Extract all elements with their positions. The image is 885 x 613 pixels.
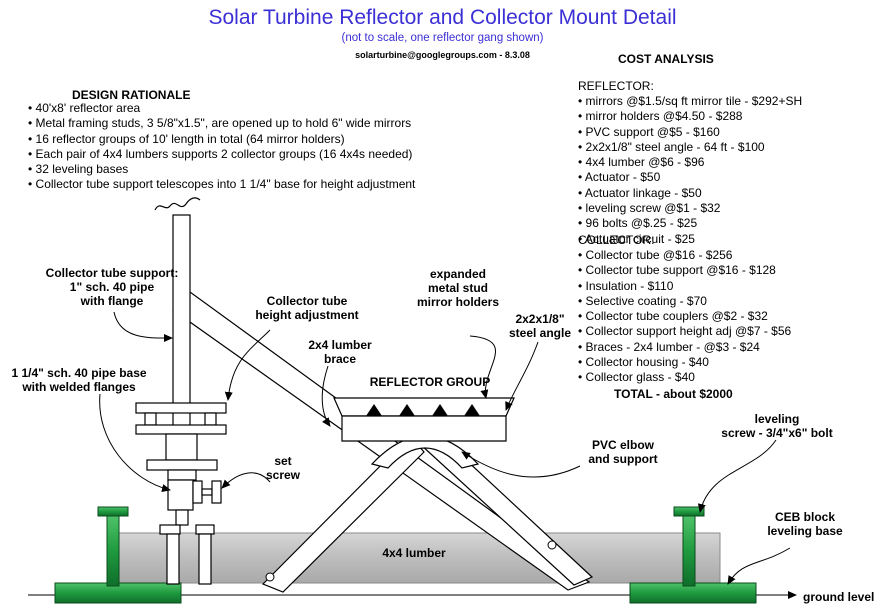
label-steel-angle: 2x2x1/8" steel angle <box>508 312 572 340</box>
label-pipe-base: 1 1/4" sch. 40 pipe base with welded fla… <box>11 366 147 394</box>
label-set-screw: set screw <box>265 454 301 482</box>
list-item: Collector tube @$16 - $256 <box>578 248 791 263</box>
leader-height-adjustment <box>224 329 271 401</box>
collector-tube-squiggle <box>154 197 201 211</box>
list-item: Actuator circuit - $25 <box>578 232 802 247</box>
list-item: 40'x8' reflector area <box>28 101 415 116</box>
list-item: Metal framing studs, 3 5/8"x1.5", are op… <box>28 116 415 131</box>
leader-mirror-holders <box>469 335 496 399</box>
leader-set-screw <box>221 472 271 489</box>
list-item: Braces - 2x4 lumber - @$3 - $24 <box>578 340 791 355</box>
reflector-group <box>333 397 515 442</box>
leader-collector-support <box>113 311 173 343</box>
reflector-cost-list: mirrors @$1.5/sq ft mirror tile - $292+S… <box>578 94 802 247</box>
total-cost: TOTAL - about $2000 <box>614 387 733 401</box>
contact-email: solarturbine@googlegroups.com - 8.3.08 <box>355 50 530 60</box>
page-title: Solar Turbine Reflector and Collector Mo… <box>208 6 677 29</box>
leader-brace <box>321 365 331 427</box>
set-screw <box>192 480 222 504</box>
list-item: 4x4 lumber @$6 - $96 <box>578 155 802 170</box>
page-subtitle: (not to scale, one reflector gang shown) <box>341 32 544 44</box>
leader-leveling-screw <box>697 439 777 513</box>
list-item: leveling screw @$1 - $32 <box>578 201 802 216</box>
lumber-beam <box>117 532 721 584</box>
label-pvc-elbow: PVC elbow and support <box>588 438 658 466</box>
list-item: 32 leveling bases <box>28 162 415 177</box>
list-item: PVC support @$5 - $160 <box>578 125 802 140</box>
design-rationale-list: 40'x8' reflector area Metal framing stud… <box>28 101 416 193</box>
list-item: Collector support height adj @$7 - $56 <box>578 324 792 339</box>
list-item: 96 bolts @$.25 - $25 <box>578 216 802 231</box>
list-item: mirrors @$1.5/sq ft mirror tile - $292+S… <box>578 94 803 109</box>
leg-bolt-right <box>547 540 557 550</box>
list-item: Collector glass - $40 <box>578 370 791 385</box>
list-item: mirror holders @$4.50 - $288 <box>578 109 802 124</box>
leader-steel-angle <box>505 341 539 411</box>
reflector-heading: REFLECTOR: <box>578 79 654 93</box>
leg-bolt-left <box>265 572 275 582</box>
list-item: 2x2x1/8" steel angle - 64 ft - $100 <box>578 140 802 155</box>
pipe-base-flanges <box>135 402 227 585</box>
list-item: Actuator - $50 <box>578 170 802 185</box>
list-item: Collector tube couplers @$2 - $32 <box>578 309 791 324</box>
design-rationale-heading: DESIGN RATIONALE <box>72 88 191 102</box>
label-height-adjustment: Collector tube height adjustment <box>255 294 359 322</box>
leveling-screw-left <box>97 506 129 587</box>
label-ground-level: ground level <box>803 590 875 604</box>
leveling-screw-right <box>673 506 705 587</box>
list-item: Selective coating - $70 <box>578 294 791 309</box>
list-item: Insulation - $110 <box>578 279 791 294</box>
list-item: Each pair of 4x4 lumbers supports 2 coll… <box>28 147 415 162</box>
label-reflector-group: REFLECTOR GROUP <box>369 375 491 389</box>
leader-pvc-elbow <box>461 451 581 478</box>
label-mirror-holders: expanded metal stud mirror holders <box>416 267 500 309</box>
label-collector-support: Collector tube support: 1" sch. 40 pipe … <box>45 266 179 308</box>
leader-ceb-block <box>727 547 791 585</box>
list-item: Collector tube support telescopes into 1… <box>28 177 416 192</box>
list-item: Actuator linkage - $50 <box>578 186 802 201</box>
list-item: Collector housing - $40 <box>578 355 791 370</box>
list-item: Collector tube support @$16 - $128 <box>578 263 791 278</box>
cost-analysis-heading: COST ANALYSIS <box>618 52 714 66</box>
collector-heading: COLLECTOR: <box>578 233 655 247</box>
pvc-leg-left <box>261 435 425 593</box>
label-brace: 2x4 lumber brace <box>308 338 372 366</box>
label-lumber: 4x4 lumber <box>382 546 446 560</box>
label-leveling-screw: leveling screw - 3/4"x6" bolt <box>721 412 833 440</box>
list-item: 16 reflector groups of 10' length in tot… <box>28 132 415 147</box>
label-ceb-block: CEB block leveling base <box>767 510 843 538</box>
collector-cost-list: Collector tube @$16 - $256 Collector tub… <box>578 248 792 386</box>
leader-pipe-base <box>99 393 171 492</box>
